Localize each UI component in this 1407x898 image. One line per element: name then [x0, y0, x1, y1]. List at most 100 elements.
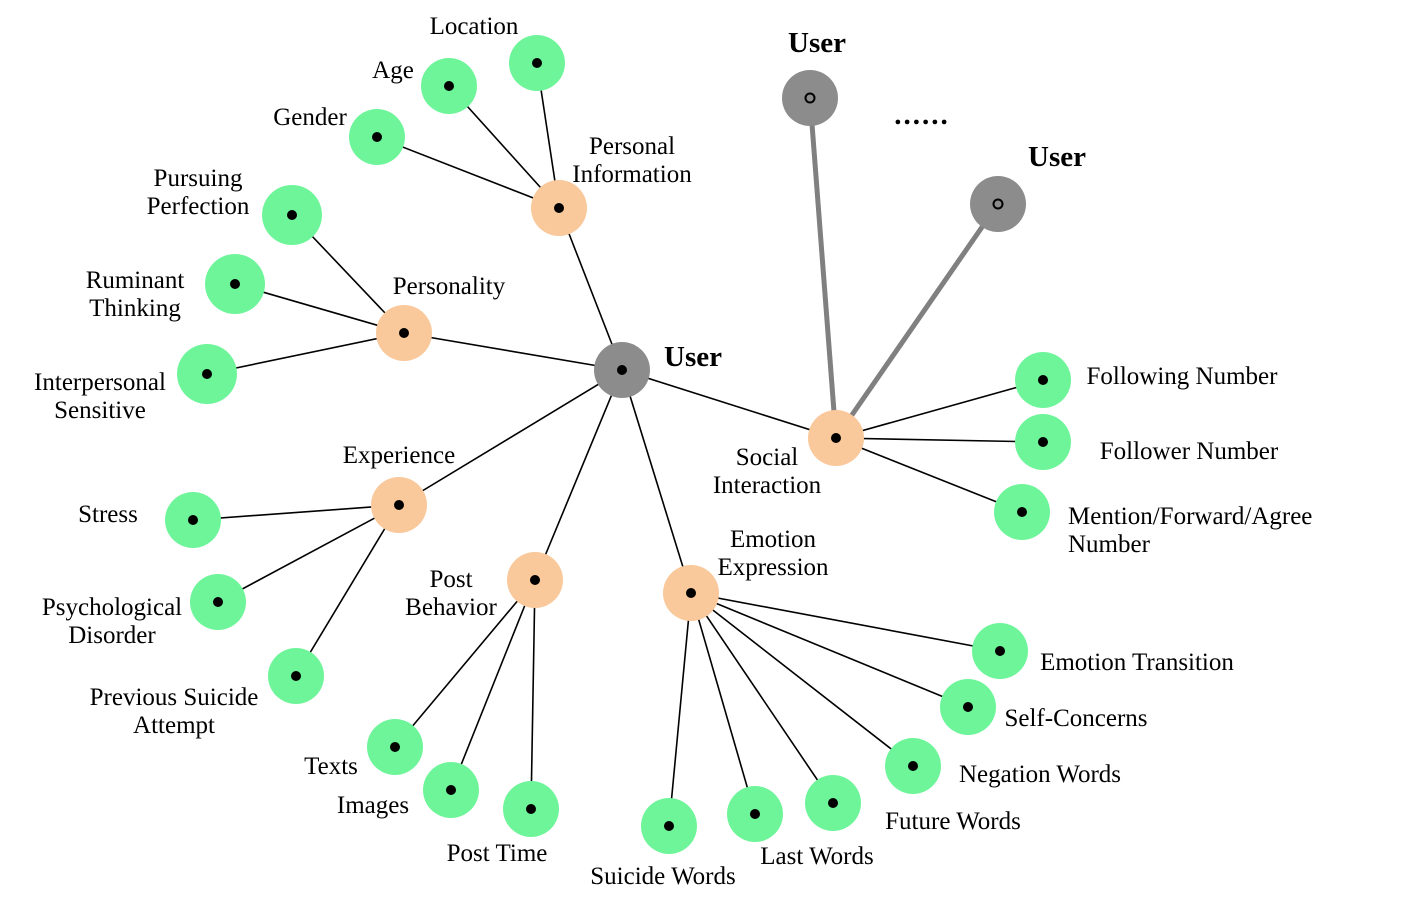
- personal-information-label-line: Information: [572, 161, 692, 188]
- peer-1-circle: [782, 70, 838, 126]
- future-words-feature-node[interactable]: [805, 775, 861, 831]
- psychological-disorder-center-dot: [213, 597, 223, 607]
- interpersonal-sensitive-label-line: Sensitive: [54, 397, 146, 424]
- self-concerns-feature-node[interactable]: [940, 679, 996, 735]
- peer-1-center-dot: [804, 92, 816, 104]
- pursuing-perfection-label-line: Pursuing: [154, 165, 243, 192]
- user-center-dot: [617, 365, 627, 375]
- experience-category-node[interactable]: [371, 477, 427, 533]
- future-words-center-dot: [828, 798, 838, 808]
- following-number-label-line: Following Number: [1087, 363, 1279, 390]
- location-feature-node[interactable]: [509, 35, 565, 91]
- personality-category-node[interactable]: [376, 305, 432, 361]
- last-words-center-dot: [750, 809, 760, 819]
- emotion-expression-label-line: Emotion: [730, 526, 817, 553]
- user-root-user-node[interactable]: [594, 342, 650, 398]
- personality-center-dot: [399, 328, 409, 338]
- negation-words-feature-node[interactable]: [885, 738, 941, 794]
- personal-information-center-dot: [554, 203, 564, 213]
- post-time-feature-node[interactable]: [503, 781, 559, 837]
- age-label-line: Age: [372, 57, 414, 84]
- user-label: User: [664, 341, 722, 373]
- edge-social-interaction-mention-forward-agree-number: [835, 437, 1023, 513]
- images-feature-node[interactable]: [423, 762, 479, 818]
- edge-emotion-expression-self-concerns: [690, 592, 969, 708]
- age-label: Age: [372, 57, 414, 84]
- experience-center-dot: [394, 500, 404, 510]
- emotion-expression-center-dot: [686, 588, 696, 598]
- self-concerns-label-line: Self-Concerns: [1004, 705, 1147, 732]
- edge-user-social-interaction: [621, 369, 837, 439]
- post-behavior-center-dot: [530, 575, 540, 585]
- following-number-center-dot: [1038, 375, 1048, 385]
- post-behavior-category-node[interactable]: [507, 552, 563, 608]
- post-time-center-dot: [526, 804, 536, 814]
- personal-information-category-node[interactable]: [531, 180, 587, 236]
- ruminant-thinking-feature-node[interactable]: [205, 254, 265, 314]
- following-number-label: Following Number: [1087, 363, 1279, 390]
- follower-number-feature-node[interactable]: [1015, 414, 1071, 470]
- age-feature-node[interactable]: [421, 58, 477, 114]
- more-users-ellipsis: ......: [894, 99, 950, 131]
- emotion-expression-label-line: Expression: [717, 554, 829, 581]
- future-words-label-line: Future Words: [885, 808, 1021, 835]
- texts-feature-node[interactable]: [367, 719, 423, 775]
- negation-words-label: Negation Words: [959, 761, 1121, 788]
- experience-label-line: Experience: [343, 442, 455, 469]
- mention-forward-agree-number-label-line: Mention/Forward/Agree: [1068, 503, 1312, 530]
- emotion-transition-center-dot: [995, 646, 1005, 656]
- suicide-words-label: Suicide Words: [590, 863, 735, 890]
- stress-feature-node[interactable]: [165, 492, 221, 548]
- psychological-disorder-label-line: Psychological: [42, 594, 182, 621]
- ruminant-thinking-label-line: Ruminant: [86, 267, 185, 294]
- gender-feature-node[interactable]: [349, 109, 405, 165]
- edge-social-interaction-peer-1: [807, 95, 839, 441]
- emotion-expression-category-node[interactable]: [663, 565, 719, 621]
- follower-number-center-dot: [1038, 437, 1048, 447]
- social-interaction-category-node[interactable]: [808, 410, 864, 466]
- following-number-feature-node[interactable]: [1015, 352, 1071, 408]
- post-behavior-label-line: Behavior: [405, 594, 497, 621]
- location-label-line: Location: [430, 13, 519, 40]
- mention-forward-agree-number-feature-node[interactable]: [994, 484, 1050, 540]
- psychological-disorder-feature-node[interactable]: [190, 574, 246, 630]
- edge-social-interaction-peer-2: [833, 201, 1001, 441]
- previous-suicide-attempt-feature-node[interactable]: [268, 648, 324, 704]
- peer-2-peer-user-node[interactable]: [970, 176, 1026, 232]
- edge-user-post-behavior: [534, 369, 623, 581]
- previous-suicide-attempt-label-line: Attempt: [133, 712, 215, 739]
- interpersonal-sensitive-center-dot: [202, 369, 212, 379]
- edge-emotion-expression-last-words: [690, 592, 756, 815]
- emotion-transition-feature-node[interactable]: [972, 623, 1028, 679]
- pursuing-perfection-feature-node[interactable]: [262, 185, 322, 245]
- peer-1-peer-user-node[interactable]: [782, 70, 838, 126]
- peer-2-label-line: User: [1028, 141, 1086, 173]
- self-concerns-label: Self-Concerns: [1004, 705, 1147, 732]
- pursuing-perfection-label-line: Perfection: [147, 193, 250, 220]
- previous-suicide-attempt-label-line: Previous Suicide: [90, 684, 259, 711]
- edge-post-behavior-texts: [394, 579, 536, 748]
- edge-social-interaction-following-number: [835, 379, 1044, 439]
- texts-label-line: Texts: [304, 753, 358, 780]
- edge-social-interaction-follower-number: [835, 437, 1044, 443]
- suicide-words-feature-node[interactable]: [641, 798, 697, 854]
- stress-label: Stress: [78, 501, 138, 528]
- mention-forward-agree-number-label-line: Number: [1068, 531, 1151, 558]
- peer-2-center-dot: [992, 198, 1004, 210]
- edge-personality-interpersonal-sensitive: [206, 332, 405, 375]
- location-center-dot: [532, 58, 542, 68]
- personality-label-line: Personality: [393, 273, 506, 300]
- edge-post-behavior-post-time: [530, 579, 536, 810]
- last-words-feature-node[interactable]: [727, 786, 783, 842]
- interpersonal-sensitive-feature-node[interactable]: [177, 344, 237, 404]
- mention-forward-agree-number-center-dot: [1017, 507, 1027, 517]
- interpersonal-sensitive-label-line: Interpersonal: [34, 369, 166, 396]
- edge-experience-psychological-disorder: [217, 504, 400, 603]
- ruminant-thinking-label-line: Thinking: [89, 295, 181, 322]
- negation-words-center-dot: [908, 761, 918, 771]
- negation-words-label-line: Negation Words: [959, 761, 1121, 788]
